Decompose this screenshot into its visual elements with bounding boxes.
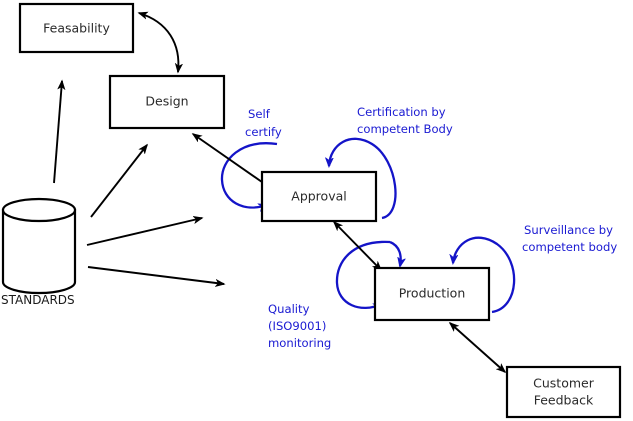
surveillance-line2: competent body [522, 240, 617, 254]
datastore-standards[interactable]: STANDARDS [1, 197, 77, 307]
node-customer-feedback[interactable]: Customer Feedback [505, 365, 622, 419]
flow-production-customer-feedback [450, 323, 505, 372]
loop-surveillance-competent-body [453, 236, 516, 314]
label-quality-iso9001-monitoring: Quality (ISO9001) monitoring [268, 302, 331, 350]
flow-standards-design [90, 145, 147, 218]
standards-label: STANDARDS [1, 293, 75, 307]
flow-design-approval [193, 134, 272, 189]
production-label: Production [399, 286, 466, 301]
approval-box [260, 170, 378, 223]
standards-cylinder-body [1, 208, 77, 295]
certification-line1: Certification by [357, 105, 446, 119]
flow-standards-feasability [53, 81, 62, 184]
label-self-certify: Self certify [245, 107, 282, 139]
label-surveillance-competent-body: Surveillance by competent body [522, 223, 617, 254]
quality-line3: monitoring [268, 336, 331, 350]
surveillance-line1: Surveillance by [524, 223, 613, 237]
standards-cylinder-top [1, 197, 77, 223]
design-box [108, 74, 226, 130]
design-label: Design [145, 94, 188, 109]
production-box [373, 266, 491, 322]
loop-surveillance-arc [453, 236, 516, 314]
customer-feedback-box [505, 365, 622, 419]
certification-line2: competent Body [357, 122, 453, 136]
label-certification-competent-body: Certification by competent Body [357, 105, 453, 136]
loop-quality-head [389, 240, 401, 266]
quality-line2: (ISO9001) [268, 319, 326, 333]
feasability-box [18, 2, 135, 54]
loop-certification-arc [329, 137, 397, 220]
feasability-label: Feasability [43, 21, 110, 36]
flow-standards-production [87, 266, 224, 284]
loop-certification-competent-body [329, 137, 397, 220]
approval-label: Approval [291, 189, 346, 204]
node-feasability[interactable]: Feasability [18, 2, 135, 54]
flow-feasability-design [139, 13, 178, 72]
node-approval[interactable]: Approval [260, 170, 378, 223]
flow-approval-production [334, 222, 381, 270]
self-certify-line1: Self [248, 107, 271, 121]
customer-feedback-label-line2: Feedback [534, 393, 594, 408]
customer-feedback-label-line1: Customer [533, 376, 595, 391]
node-production[interactable]: Production [373, 266, 491, 322]
quality-line1: Quality [268, 302, 310, 316]
flow-standards-approval [86, 218, 202, 246]
self-certify-line2: certify [245, 125, 282, 139]
node-design[interactable]: Design [108, 74, 226, 130]
